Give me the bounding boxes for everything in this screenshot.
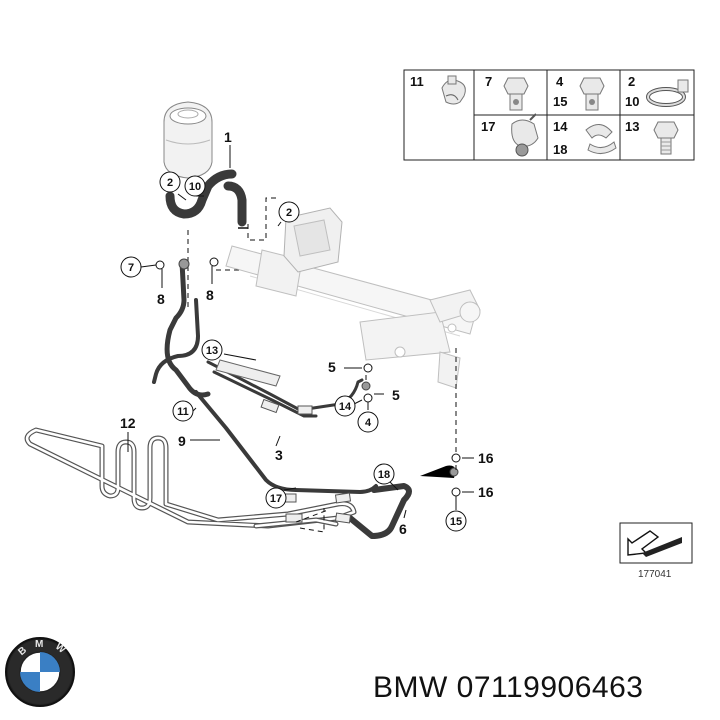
cooling-loop	[24, 427, 357, 529]
svg-text:M: M	[35, 639, 43, 650]
return-line	[206, 359, 456, 478]
callout-1: 1	[224, 129, 232, 145]
figure-number: 177041	[638, 569, 672, 580]
callout-5: 5	[392, 387, 400, 403]
callout-8: 8	[206, 287, 214, 303]
legend-label: 13	[625, 119, 639, 134]
legend-label: 14	[553, 119, 568, 134]
steering-rack-drawing	[225, 207, 481, 389]
callout-5: 5	[328, 359, 336, 375]
fittings	[178, 258, 459, 524]
hose-clamp-icon	[646, 79, 689, 107]
legend-label: 11	[410, 74, 424, 89]
suction-hose	[165, 169, 248, 229]
legend-label: 15	[553, 94, 567, 109]
legend-label: 10	[625, 94, 639, 109]
callout-13: 13	[206, 345, 218, 357]
legend-cell-14-18: 14 18	[553, 119, 617, 157]
pressure-hose	[152, 259, 412, 539]
callout-17: 17	[270, 493, 282, 505]
grommet-icon	[585, 124, 617, 154]
hex-bolt-icon	[653, 121, 679, 155]
legend-cell-7: 7	[485, 74, 529, 111]
callout-14: 14	[339, 401, 352, 413]
part-number-text: BMW 07119906463	[373, 671, 643, 704]
legend-label: 2	[628, 74, 635, 89]
callout-12: 12	[120, 415, 136, 431]
parts-legend: 11 7 4 15	[403, 69, 695, 161]
legend-label: 18	[553, 142, 567, 157]
legend-cell-13: 13	[625, 119, 679, 155]
legend-label: 17	[481, 119, 495, 134]
clip-icon	[441, 75, 466, 105]
banjo-bolt-icon	[579, 77, 605, 111]
callout-3: 3	[275, 447, 283, 463]
bmw-logo: B M W	[5, 637, 75, 707]
callout-2: 2	[286, 207, 292, 219]
callout-6: 6	[399, 521, 407, 537]
callout-16: 16	[478, 484, 494, 500]
callout-7: 7	[128, 262, 134, 274]
callout-18: 18	[378, 469, 390, 481]
reservoir-drawing	[163, 101, 213, 179]
callout-11: 11	[177, 406, 189, 418]
callout-9: 9	[178, 433, 186, 449]
banjo-bolt-icon	[503, 77, 529, 111]
leader-lines	[127, 145, 474, 519]
callout-10: 10	[189, 181, 201, 193]
legend-cell-17: 17	[481, 113, 539, 157]
direction-arrow-box: 177041	[619, 522, 693, 580]
callout-8: 8	[157, 291, 165, 307]
washer-markers	[155, 257, 461, 497]
pipe-holder-icon	[511, 113, 539, 157]
callouts: 1 2 10 2 7 8 8 13 11 9 3 12 5 5 14 4 17 …	[120, 129, 494, 537]
legend-label: 4	[556, 74, 564, 89]
legend-cell-4-15: 4 15	[553, 74, 605, 111]
callout-15: 15	[450, 516, 462, 528]
legend-label: 7	[485, 74, 492, 89]
legend-cell-11: 11	[410, 74, 466, 105]
callout-2: 2	[167, 177, 173, 189]
callout-4: 4	[365, 417, 372, 429]
callout-16: 16	[478, 450, 494, 466]
legend-cell-2-10: 2 10	[625, 74, 689, 109]
